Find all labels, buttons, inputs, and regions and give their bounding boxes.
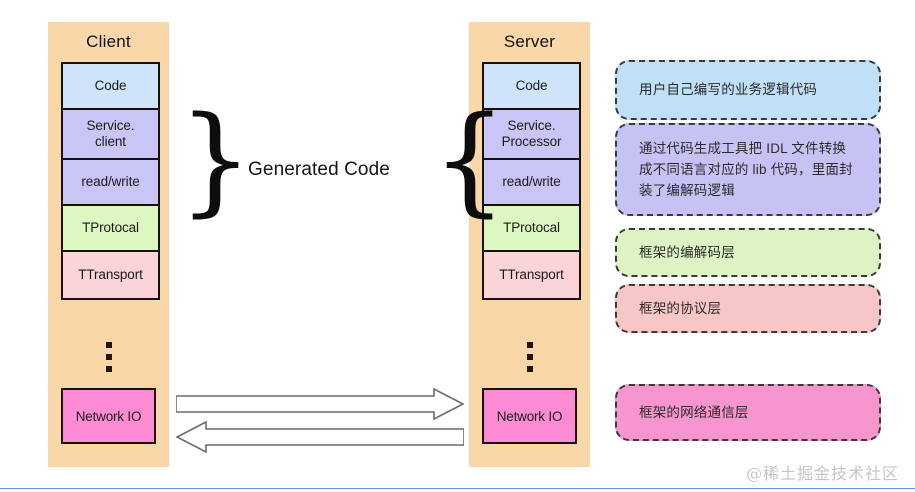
- server-title: Server: [503, 32, 556, 51]
- client-layer-code: Code: [63, 64, 158, 110]
- note-generated-code: 通过代码生成工具把 IDL 文件转换成不同语言对应的 lib 代码，里面封装了编…: [615, 123, 881, 216]
- client-layer-service-client: Service. client: [63, 110, 158, 160]
- brace-right-icon: {: [432, 90, 508, 228]
- server-layer-read-write: read/write: [484, 160, 579, 206]
- generated-code-label: Generated Code: [248, 159, 390, 180]
- server-layer-ttransport: TTransport: [484, 252, 579, 298]
- note-protocol-layer: 框架的协议层: [615, 284, 881, 333]
- client-layer-ttransport: TTransport: [63, 252, 158, 298]
- server-network-io-box: Network IO: [482, 388, 577, 444]
- server-ellipsis-icon: [526, 342, 533, 372]
- server-layer-service-processor: Service. Processor: [484, 110, 579, 160]
- client-layer-stack: Code Service. client read/write TProtoca…: [61, 62, 160, 300]
- note-codec-layer: 框架的编解码层: [615, 228, 881, 277]
- server-panel: Server Code Service. Processor read/writ…: [469, 22, 590, 467]
- note-user-business-logic: 用户自己编写的业务逻辑代码: [615, 60, 881, 120]
- server-layer-tprotocal: TProtocal: [484, 206, 579, 252]
- bottom-divider: [0, 488, 915, 489]
- client-network-io-box: Network IO: [61, 388, 156, 444]
- arrow-server-to-client: [175, 420, 465, 458]
- arrow-client-to-server: [175, 387, 465, 425]
- client-panel: Client Code Service. client read/write T…: [48, 22, 169, 467]
- client-ellipsis-icon: [105, 342, 112, 372]
- server-layer-stack: Code Service. Processor read/write TProt…: [482, 62, 581, 300]
- client-layer-tprotocal: TProtocal: [63, 206, 158, 252]
- brace-left-icon: }: [178, 90, 254, 228]
- watermark: @稀土掘金技术社区: [745, 464, 899, 483]
- server-layer-code: Code: [484, 64, 579, 110]
- note-network-layer: 框架的网络通信层: [615, 384, 881, 441]
- client-title: Client: [86, 32, 131, 51]
- client-layer-read-write: read/write: [63, 160, 158, 206]
